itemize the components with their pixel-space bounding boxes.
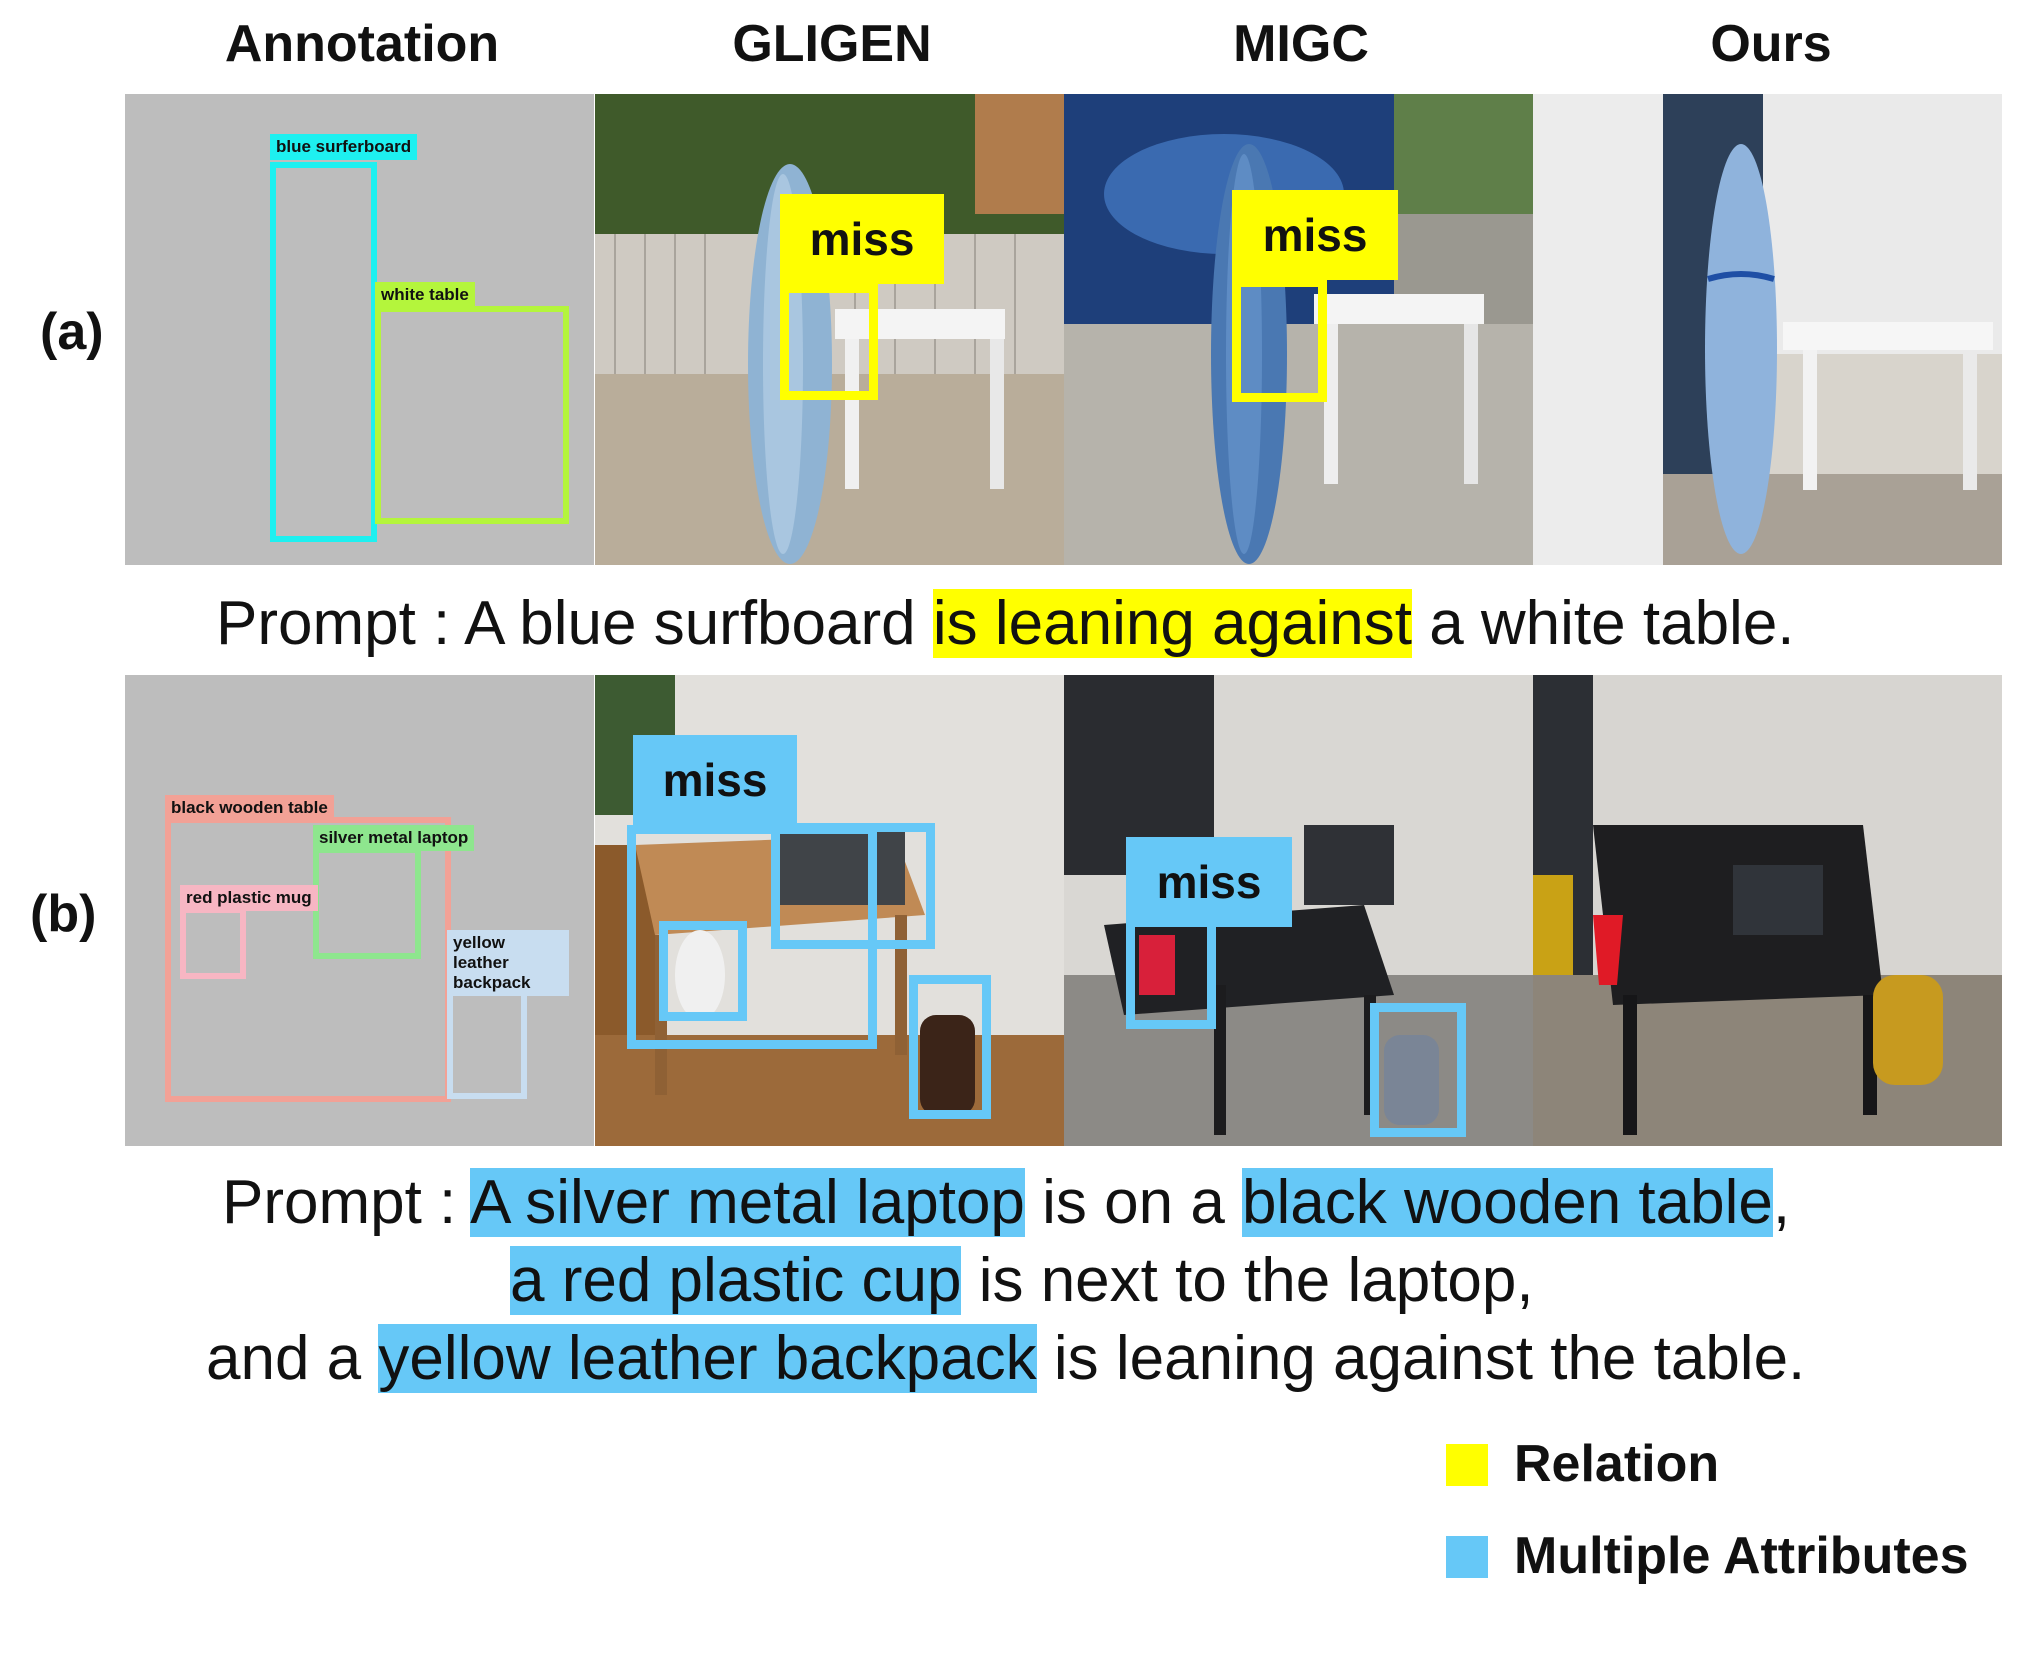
prompt-b-line-1-mid: is on a <box>1024 1168 1243 1237</box>
miss-box-migc-a <box>1232 278 1327 402</box>
attr-box-laptop-gligen-b <box>771 823 935 949</box>
miss-label-migc-a: miss <box>1232 190 1398 280</box>
legend-label-multiple-attributes: Multiple Attributes <box>1514 1527 1969 1585</box>
gligen-image-b: miss <box>595 675 1064 1146</box>
column-header-gligen: GLIGEN <box>732 15 932 73</box>
prompt-a-relation-highlight: is leaning against <box>932 589 1412 658</box>
migc-image-a: miss <box>1064 94 1533 565</box>
attr-box-backpack-migc-b <box>1370 1003 1466 1137</box>
annotation-panel-b: black wooden table silver metal laptop r… <box>125 675 594 1146</box>
bbox-label-blue-surfboard: blue surferboard <box>270 134 418 160</box>
prompt-b-line-2: a red plastic cup is next to the laptop, <box>510 1242 1534 1320</box>
prompt-b-highlight-cup: a red plastic cup <box>510 1246 962 1315</box>
miss-label-migc-b: miss <box>1126 837 1292 927</box>
bbox-label-white-table: white table <box>375 282 475 308</box>
gligen-image-a: miss <box>595 94 1064 565</box>
miss-box-gligen-a <box>780 284 878 400</box>
prompt-b-highlight-backpack: yellow leather backpack <box>378 1324 1037 1393</box>
bbox-label-black-wooden-table: black wooden table <box>165 795 334 821</box>
attr-box-cup-gligen-b <box>659 921 747 1021</box>
annotation-panel-a: blue surferboard white table <box>125 94 594 565</box>
prompt-a-pre: Prompt : A blue surfboard <box>216 589 933 658</box>
miss-label-gligen-b: miss <box>633 735 797 825</box>
column-header-migc: MIGC <box>1233 15 1369 73</box>
migc-image-b: miss <box>1064 675 1533 1146</box>
prompt-a-post: a white table. <box>1411 589 1795 658</box>
prompt-b-line-3: and a yellow leather backpack is leaning… <box>206 1320 1805 1398</box>
attr-box-cup-migc-b <box>1126 913 1216 1029</box>
ours-image-b <box>1533 675 2002 1146</box>
bbox-red-plastic-mug <box>180 907 246 979</box>
prompt-b-line-3-pre: and a <box>206 1324 379 1393</box>
miss-label-gligen-a: miss <box>780 194 944 284</box>
row-label-a: (a) <box>40 303 104 361</box>
row-label-b: (b) <box>30 885 97 943</box>
column-header-ours: Ours <box>1710 15 1832 73</box>
prompt-b-line-1: Prompt : A silver metal laptop is on a b… <box>222 1164 1790 1242</box>
prompt-b-highlight-laptop: A silver metal laptop <box>470 1168 1025 1237</box>
prompt-b-line-1-post: , <box>1772 1168 1791 1237</box>
bbox-blue-surfboard <box>270 162 377 542</box>
prompt-b-highlight-table: black wooden table <box>1242 1168 1773 1237</box>
legend-swatch-multiple-attributes <box>1446 1536 1488 1578</box>
ours-image-a <box>1533 94 2002 565</box>
prompt-b-line-1-pre: Prompt : <box>222 1168 471 1237</box>
attr-box-table-gligen-b <box>627 825 877 1049</box>
bbox-label-silver-metal-laptop: silver metal laptop <box>313 825 475 851</box>
legend-label-relation: Relation <box>1514 1435 1720 1493</box>
bbox-label-red-plastic-mug: red plastic mug <box>180 885 318 911</box>
bbox-label-yellow-leather-backpack: yellow leather backpack <box>447 930 569 996</box>
prompt-a: Prompt : A blue surfboard is leaning aga… <box>216 585 1795 663</box>
prompt-b-line-3-post: is leaning against the table. <box>1036 1324 1806 1393</box>
bbox-white-table <box>375 306 569 524</box>
prompt-b-line-2-post: is next to the laptop, <box>961 1246 1534 1315</box>
column-header-annotation: Annotation <box>224 15 500 73</box>
legend-swatch-relation <box>1446 1444 1488 1486</box>
attr-box-backpack-gligen-b <box>909 975 991 1119</box>
bbox-silver-metal-laptop <box>313 847 421 959</box>
